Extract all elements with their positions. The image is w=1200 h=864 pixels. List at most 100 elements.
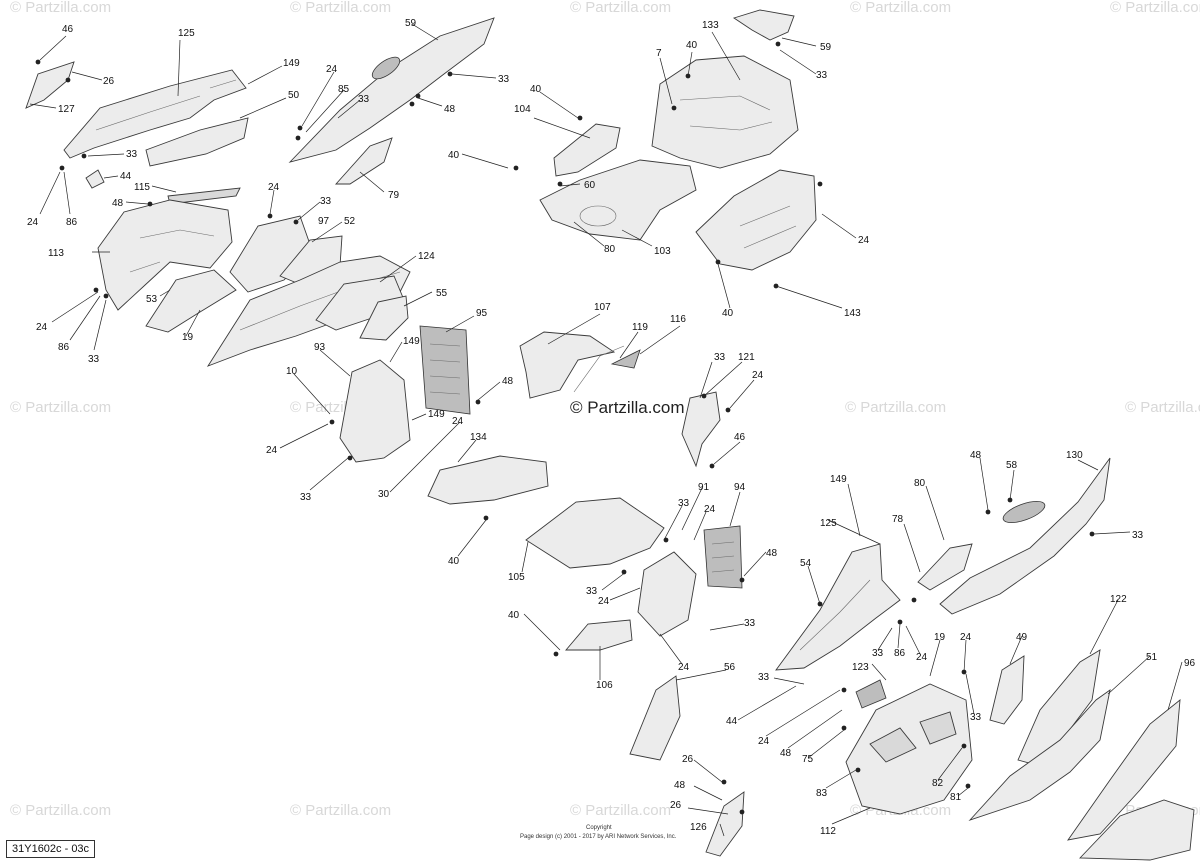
callout-label: 40 xyxy=(448,150,460,161)
callout-label: 48 xyxy=(674,780,686,791)
callout-label: 85 xyxy=(338,84,350,95)
callout-label: 125 xyxy=(178,28,195,39)
screw xyxy=(483,515,489,521)
callout-label: 78 xyxy=(892,514,904,525)
part-96-lower-panel xyxy=(1078,799,1195,861)
callout-label: 143 xyxy=(844,308,861,319)
screw xyxy=(447,71,453,77)
part-125-right-panel xyxy=(775,543,901,671)
screw xyxy=(709,463,715,469)
screw xyxy=(577,115,583,121)
part-116-grille xyxy=(610,349,641,369)
callout-label: 116 xyxy=(670,314,686,325)
screw xyxy=(911,597,917,603)
callout-label: 97 xyxy=(318,216,330,227)
callout-label: 50 xyxy=(288,90,300,101)
callout-label: 40 xyxy=(722,308,734,319)
watermark: © Partzilla.com xyxy=(570,0,671,16)
screw xyxy=(775,41,781,47)
screw xyxy=(295,135,301,141)
screw xyxy=(965,783,971,789)
callout-label: 60 xyxy=(584,180,596,191)
callout-label: 7 xyxy=(656,48,662,59)
screw xyxy=(65,77,71,83)
callout-label: 82 xyxy=(932,778,944,789)
callout-layer: 46 26 127 125 149 50 33 44 24 86 115 48 … xyxy=(27,18,1196,837)
screw xyxy=(1089,531,1095,537)
callout-label: 53 xyxy=(146,294,158,305)
callout-label: 48 xyxy=(970,450,982,461)
watermark: © Partzilla.com xyxy=(1125,399,1200,416)
callout-label: 55 xyxy=(436,288,448,299)
callout-label: 24 xyxy=(752,370,764,381)
callout-label: 59 xyxy=(820,42,832,53)
callout-label: 86 xyxy=(894,648,906,659)
callout-label: 30 xyxy=(378,489,390,500)
watermark: © Partzilla.com xyxy=(850,0,951,16)
callout-label: 33 xyxy=(498,74,510,85)
callout-label: 24 xyxy=(452,416,464,427)
callout-label: 24 xyxy=(326,64,338,75)
part-50-panel xyxy=(145,117,249,167)
callout-label: 127 xyxy=(58,104,75,115)
screw xyxy=(267,213,273,219)
screw xyxy=(475,399,481,405)
callout-label: 52 xyxy=(344,216,356,227)
part-127-trim xyxy=(25,61,75,109)
screw xyxy=(81,153,87,159)
watermark: © Partzilla.com xyxy=(1110,0,1200,16)
callout-label: 133 xyxy=(702,20,719,31)
screw xyxy=(35,59,41,65)
part-143-fender xyxy=(695,169,817,271)
screw xyxy=(985,509,991,515)
parts-layer xyxy=(25,9,1195,861)
part-58-grille xyxy=(1002,500,1046,524)
callout-label: 33 xyxy=(1132,530,1144,541)
watermark: © Partzilla.com xyxy=(10,0,111,16)
callout-label: 122 xyxy=(1110,594,1127,605)
callout-label: 149 xyxy=(403,336,420,347)
callout-label: 126 xyxy=(690,822,707,833)
callout-label: 33 xyxy=(714,352,726,363)
callout-label: 33 xyxy=(744,618,756,629)
callout-label: 80 xyxy=(914,478,926,489)
callout-label: 33 xyxy=(678,498,690,509)
diagram-reference-code: 31Y1602c - 03c xyxy=(6,840,96,858)
callout-label: 103 xyxy=(654,246,671,257)
screw xyxy=(293,219,299,225)
callout-label: 24 xyxy=(916,652,928,663)
callout-label: 33 xyxy=(970,712,982,723)
callout-label: 46 xyxy=(62,24,74,35)
callout-label: 107 xyxy=(594,302,611,313)
callout-label: 134 xyxy=(470,432,487,443)
callout-label: 119 xyxy=(632,322,648,333)
screw xyxy=(855,767,861,773)
part-51-panel xyxy=(968,688,1111,821)
part-103-opening xyxy=(579,205,617,227)
callout-label: 40 xyxy=(508,610,520,621)
screw xyxy=(329,419,335,425)
callout-label: 48 xyxy=(780,748,792,759)
screw xyxy=(739,809,745,815)
callout-label: 51 xyxy=(1146,652,1158,663)
callout-label: 56 xyxy=(724,662,736,673)
callout-label: 113 xyxy=(48,248,64,259)
callout-label: 149 xyxy=(283,58,300,69)
screw xyxy=(621,569,627,575)
callout-label: 24 xyxy=(266,445,278,456)
screw xyxy=(93,287,99,293)
part-119-strip xyxy=(573,345,625,393)
watermark: © Partzilla.com xyxy=(10,399,111,416)
callout-label: 112 xyxy=(820,826,836,837)
callout-label: 81 xyxy=(950,792,962,803)
screw xyxy=(817,181,823,187)
callout-label: 86 xyxy=(58,342,70,353)
callout-label: 115 xyxy=(134,182,150,193)
callout-label: 48 xyxy=(502,376,514,387)
screw xyxy=(513,165,519,171)
center-watermark: © Partzilla.com xyxy=(570,398,685,417)
screw xyxy=(715,259,721,265)
callout-label: 54 xyxy=(800,558,812,569)
screw xyxy=(721,779,727,785)
